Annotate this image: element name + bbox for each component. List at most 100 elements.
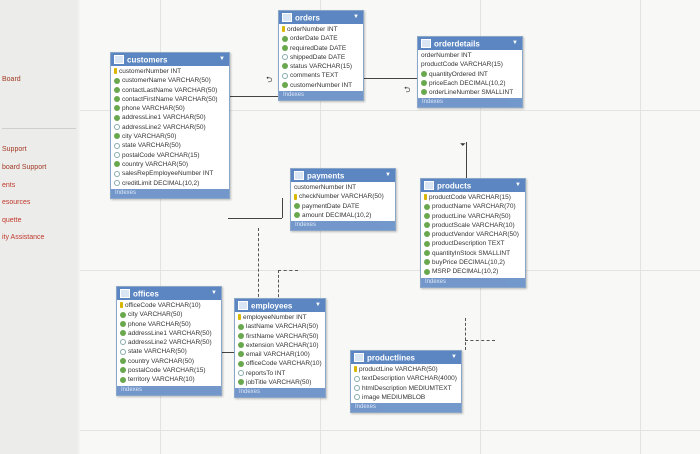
indexes-section[interactable]: Indexes — [279, 91, 363, 101]
column-row[interactable]: productScale VARCHAR(10) — [424, 221, 523, 230]
column-row[interactable]: contactFirstName VARCHAR(50) — [114, 95, 227, 104]
column-row[interactable]: email VARCHAR(100) — [238, 350, 323, 359]
column-row[interactable]: productDescription TEXT — [424, 239, 523, 248]
column-row[interactable]: postalCode VARCHAR(15) — [120, 366, 219, 375]
column-row[interactable]: salesRepEmployeeNumber INT — [114, 169, 227, 178]
column-row[interactable]: htmlDescription MEDIUMTEXT — [354, 384, 459, 393]
chevron-down-icon[interactable]: ▼ — [315, 302, 321, 308]
table-orders[interactable]: orders▼ orderNumber INT orderDate DATE r… — [278, 10, 364, 102]
column-row[interactable]: addressLine2 VARCHAR(50) — [114, 123, 227, 132]
column-row[interactable]: orderNumber INT — [282, 25, 361, 34]
table-header[interactable]: payments▼ — [291, 169, 395, 182]
column-row[interactable]: reportsTo INT — [238, 369, 323, 378]
chevron-down-icon[interactable]: ▼ — [512, 40, 518, 46]
nav-item-resources[interactable]: esources — [2, 199, 31, 206]
column-row[interactable]: country VARCHAR(50) — [114, 160, 227, 169]
column-row[interactable]: productCode VARCHAR(15) — [421, 61, 503, 69]
column-row[interactable]: amount DECIMAL(10,2) — [294, 211, 393, 220]
column-row[interactable]: textDescription VARCHAR(4000) — [354, 374, 459, 383]
nav-item-board[interactable]: Board — [2, 76, 21, 83]
column-row[interactable]: state VARCHAR(50) — [120, 347, 219, 356]
column-row[interactable]: orderLineNumber SMALLINT — [421, 88, 520, 97]
table-header[interactable]: orders▼ — [279, 11, 363, 24]
column-row[interactable]: lastName VARCHAR(50) — [238, 322, 323, 331]
column-row[interactable]: orderDate DATE — [282, 34, 361, 43]
column-row[interactable]: officeCode VARCHAR(10) — [238, 359, 323, 368]
column-row[interactable]: orderNumber INT — [421, 52, 472, 59]
column-row[interactable]: productCode VARCHAR(15) — [424, 193, 523, 202]
chevron-down-icon[interactable]: ▼ — [515, 182, 521, 188]
column-row[interactable]: extension VARCHAR(10) — [238, 341, 323, 350]
nav-item-accessibility-assistance[interactable]: ity Assistance — [2, 234, 45, 241]
column-row[interactable]: customerNumber INT — [282, 81, 361, 90]
column-row[interactable]: quantityInStock SMALLINT — [424, 249, 523, 258]
chevron-down-icon[interactable]: ▼ — [211, 290, 217, 296]
column-row[interactable]: creditLimit DECIMAL(10,2) — [114, 179, 227, 188]
column-row[interactable]: customerNumber INT — [294, 184, 357, 191]
column-row[interactable]: MSRP DECIMAL(10,2) — [424, 267, 523, 276]
diagram-canvas[interactable]: ⮌ ⮌ 🞃 orders▼ orderNumber INT orderDate … — [80, 0, 700, 454]
column-row[interactable]: phone VARCHAR(50) — [120, 320, 219, 329]
column-row[interactable]: officeCode VARCHAR(10) — [120, 301, 219, 310]
table-header[interactable]: customers▼ — [111, 53, 229, 66]
column-row[interactable]: checkNumber VARCHAR(50) — [294, 192, 393, 201]
nav-item-board-support[interactable]: board Support — [2, 164, 47, 171]
column-row[interactable]: city VARCHAR(50) — [114, 132, 227, 141]
table-header[interactable]: offices▼ — [117, 287, 221, 300]
column-row[interactable]: firstName VARCHAR(50) — [238, 332, 323, 341]
column-row[interactable]: priceEach DECIMAL(10,2) — [421, 79, 520, 88]
column-row[interactable]: contactLastName VARCHAR(50) — [114, 86, 227, 95]
column-row[interactable]: image MEDIUMBLOB — [354, 393, 459, 402]
chevron-down-icon[interactable]: ▼ — [385, 172, 391, 178]
column-row[interactable]: requiredDate DATE — [282, 44, 361, 53]
column-row[interactable]: addressLine2 VARCHAR(50) — [120, 338, 219, 347]
indexes-section[interactable]: Indexes — [117, 385, 221, 395]
column-row[interactable]: state VARCHAR(50) — [114, 141, 227, 150]
indexes-section[interactable]: Indexes — [291, 221, 395, 231]
nav-item-ents[interactable]: ents — [2, 182, 16, 189]
column-row[interactable]: addressLine1 VARCHAR(50) — [120, 329, 219, 338]
chevron-down-icon[interactable]: ▼ — [451, 354, 457, 360]
column-row[interactable]: status VARCHAR(15) — [282, 62, 361, 71]
table-orderdetails[interactable]: orderdetails▼ orderNumber INT productCod… — [417, 36, 523, 109]
chevron-down-icon[interactable]: ▼ — [219, 56, 225, 62]
nav-item-support[interactable]: Support — [2, 146, 27, 153]
table-customers[interactable]: customers▼ customerNumber INT customerNa… — [110, 52, 230, 199]
table-payments[interactable]: payments▼ customerNumber INT checkNumber… — [290, 168, 396, 232]
column-row[interactable]: phone VARCHAR(50) — [114, 104, 227, 113]
nav-item-etiquette[interactable]: quette — [2, 217, 22, 224]
column-row[interactable]: productLine VARCHAR(50) — [424, 212, 523, 221]
column-row[interactable]: addressLine1 VARCHAR(50) — [114, 113, 227, 122]
column-row[interactable]: paymentDate DATE — [294, 202, 393, 211]
column-row[interactable]: shippedDate DATE — [282, 53, 361, 62]
table-productlines[interactable]: productlines▼ productLine VARCHAR(50) te… — [350, 350, 462, 414]
column-row[interactable]: jobTitle VARCHAR(50) — [238, 378, 323, 387]
column-row[interactable]: employeeNumber INT — [238, 313, 323, 322]
indexes-section[interactable]: Indexes — [351, 403, 461, 413]
indexes-section[interactable]: Indexes — [111, 188, 229, 198]
table-products[interactable]: products▼ productCode VARCHAR(15) produc… — [420, 178, 526, 288]
column-row[interactable]: country VARCHAR(50) — [120, 357, 219, 366]
column-row[interactable]: buyPrice DECIMAL(10,2) — [424, 258, 523, 267]
column-row[interactable]: productLine VARCHAR(50) — [354, 365, 459, 374]
chevron-down-icon[interactable]: ▼ — [353, 14, 359, 20]
column-row[interactable]: city VARCHAR(50) — [120, 310, 219, 319]
table-employees[interactable]: employees▼ employeeNumber INT lastName V… — [234, 298, 326, 399]
column-row[interactable]: productName VARCHAR(70) — [424, 202, 523, 211]
column-row[interactable]: territory VARCHAR(10) — [120, 375, 219, 384]
column-row[interactable]: productVendor VARCHAR(50) — [424, 230, 523, 239]
table-header[interactable]: employees▼ — [235, 299, 325, 312]
column-row[interactable]: customerName VARCHAR(50) — [114, 76, 227, 85]
table-header[interactable]: orderdetails▼ — [418, 37, 522, 50]
table-header[interactable]: products▼ — [421, 179, 525, 192]
indexes-section[interactable]: Indexes — [421, 277, 525, 287]
indexes-section[interactable]: Indexes — [235, 388, 325, 398]
column-row[interactable]: quantityOrdered INT — [421, 70, 520, 79]
table-offices[interactable]: offices▼ officeCode VARCHAR(10) city VAR… — [116, 286, 222, 396]
column-row[interactable]: postalCode VARCHAR(15) — [114, 151, 227, 160]
relationship-customers-payments — [228, 218, 282, 219]
column-row[interactable]: customerNumber INT — [114, 67, 227, 76]
indexes-section[interactable]: Indexes — [418, 98, 522, 108]
column-row[interactable]: comments TEXT — [282, 71, 361, 80]
table-header[interactable]: productlines▼ — [351, 351, 461, 364]
